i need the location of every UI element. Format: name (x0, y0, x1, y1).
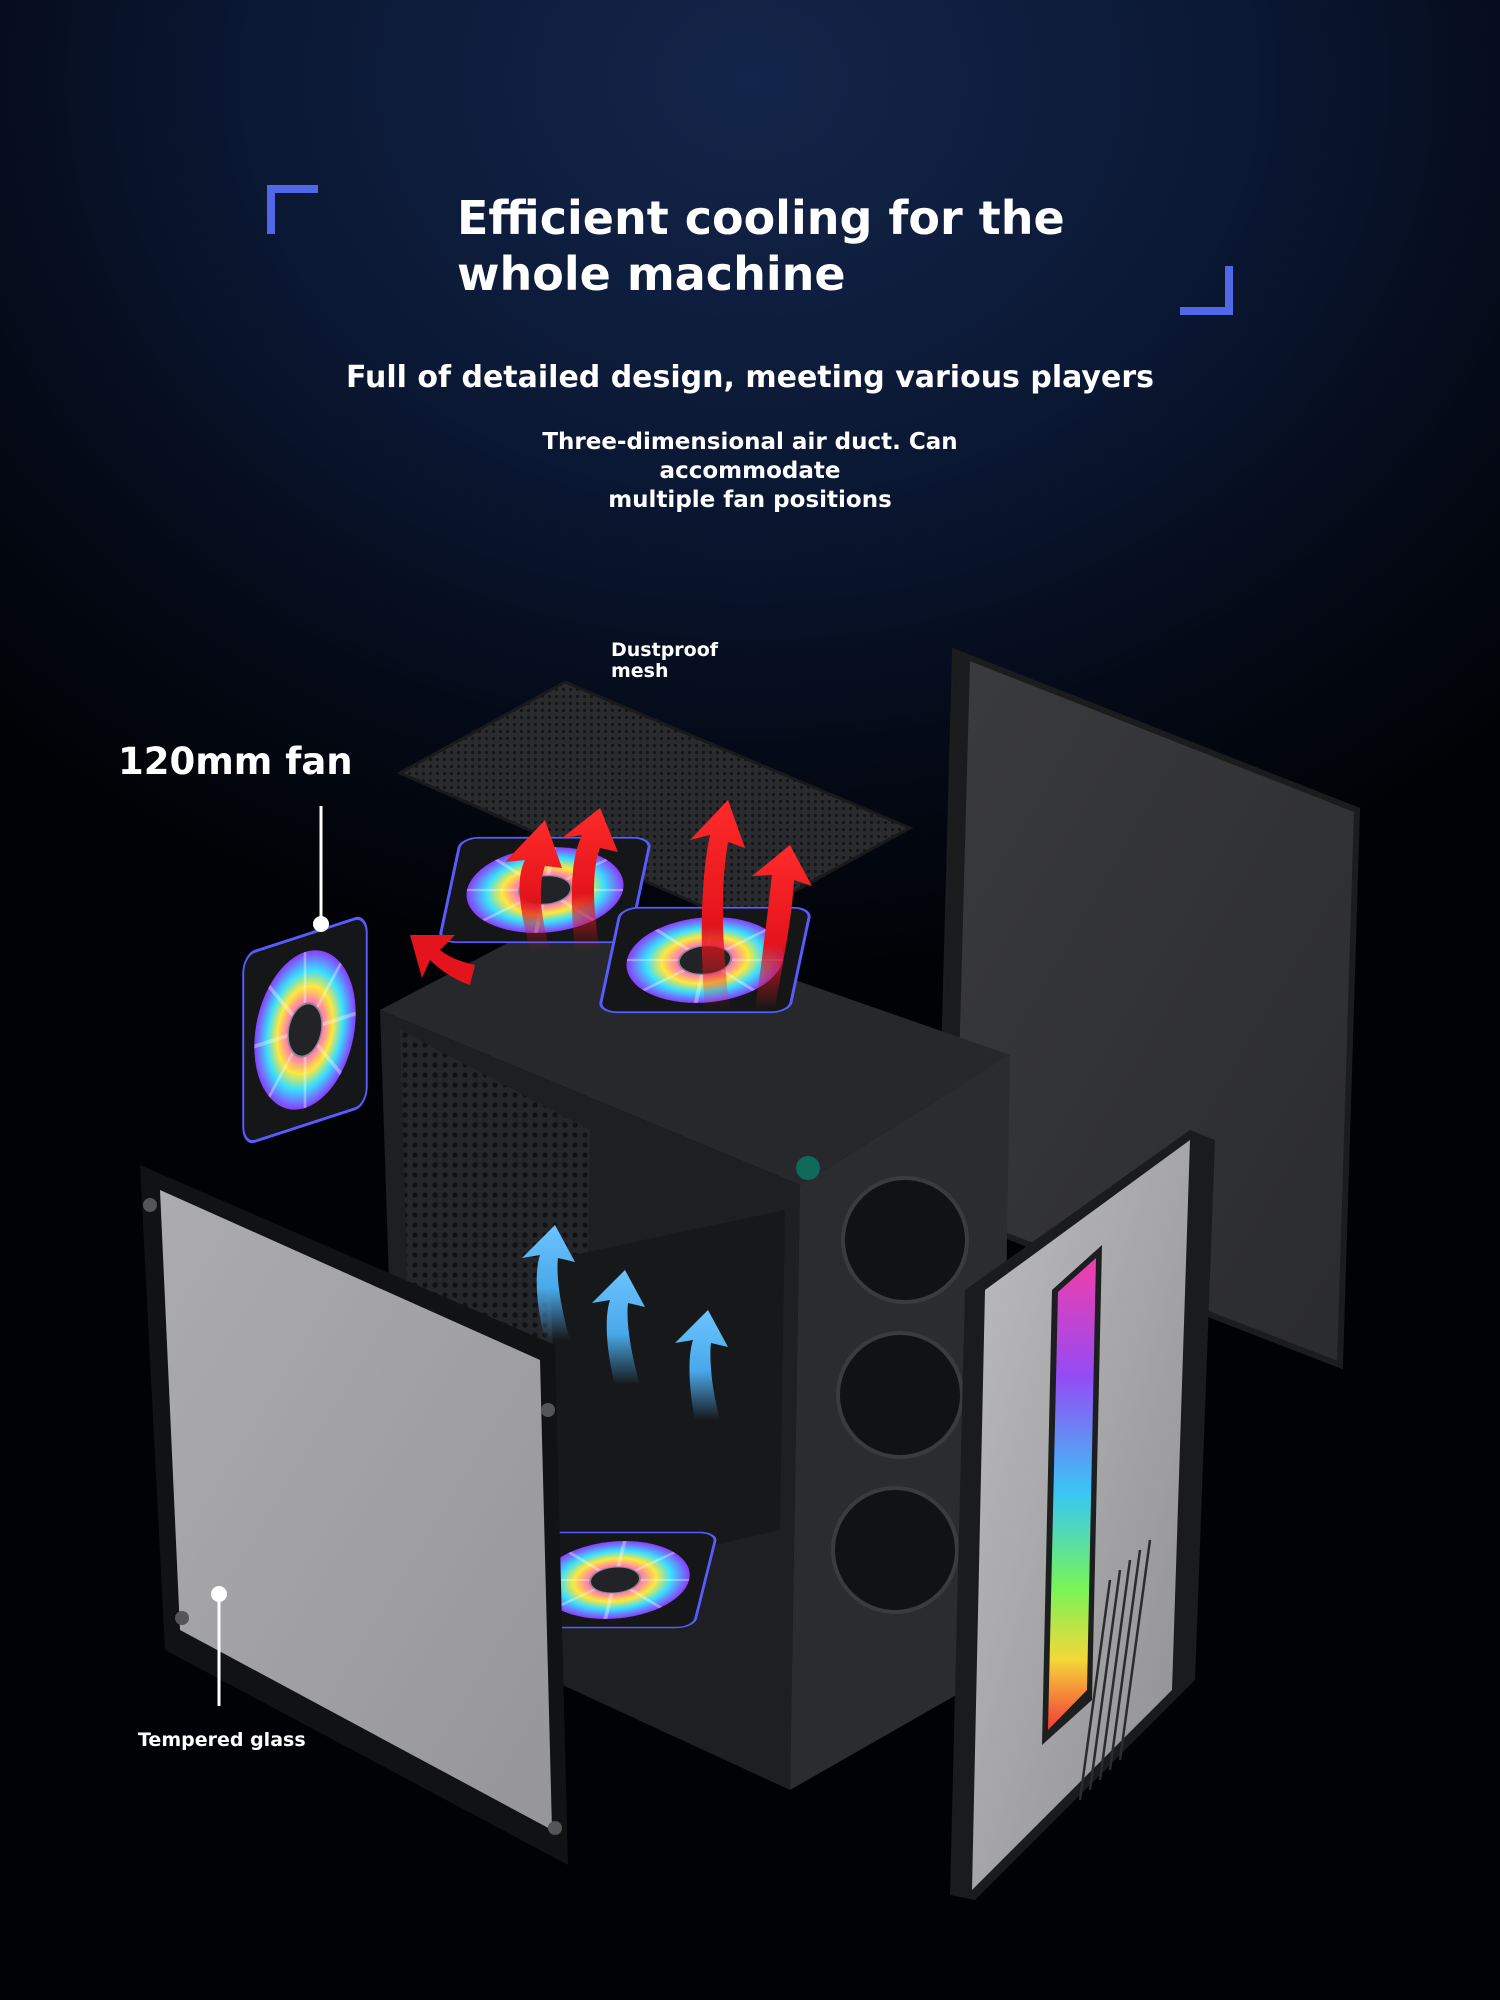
glass-callout-dot (211, 1586, 227, 1602)
title-line-2: whole machine (457, 247, 846, 301)
description-line-2: multiple fan positions (608, 487, 892, 513)
callout-glass: Tempered glass (138, 1729, 306, 1751)
description-line-1: Three-dimensional air duct. Can accommod… (542, 429, 958, 484)
page-title: Efficient cooling for the whole machine (457, 190, 1065, 302)
exhaust-arrows (410, 800, 812, 1010)
fan-callout-dot (313, 916, 329, 932)
subtitle: Full of detailed design, meeting various… (346, 360, 1154, 395)
callout-mesh-line-1: Dustproof (611, 639, 719, 661)
front-panel (950, 1130, 1215, 1900)
tempered-glass-panel (140, 1165, 568, 1865)
title-line-1: Efficient cooling for the (457, 191, 1065, 245)
callout-mesh-line-2: mesh (611, 660, 669, 682)
case-chassis (380, 905, 1010, 1790)
corner-bracket-bottom-right (1180, 266, 1233, 315)
callout-mesh: Dustproof mesh (611, 640, 731, 682)
intake-arrows (522, 1225, 728, 1420)
description: Three-dimensional air duct. Can accommod… (450, 428, 1050, 515)
corner-bracket-top-left (267, 185, 318, 234)
callout-fan: 120mm fan (118, 740, 353, 783)
